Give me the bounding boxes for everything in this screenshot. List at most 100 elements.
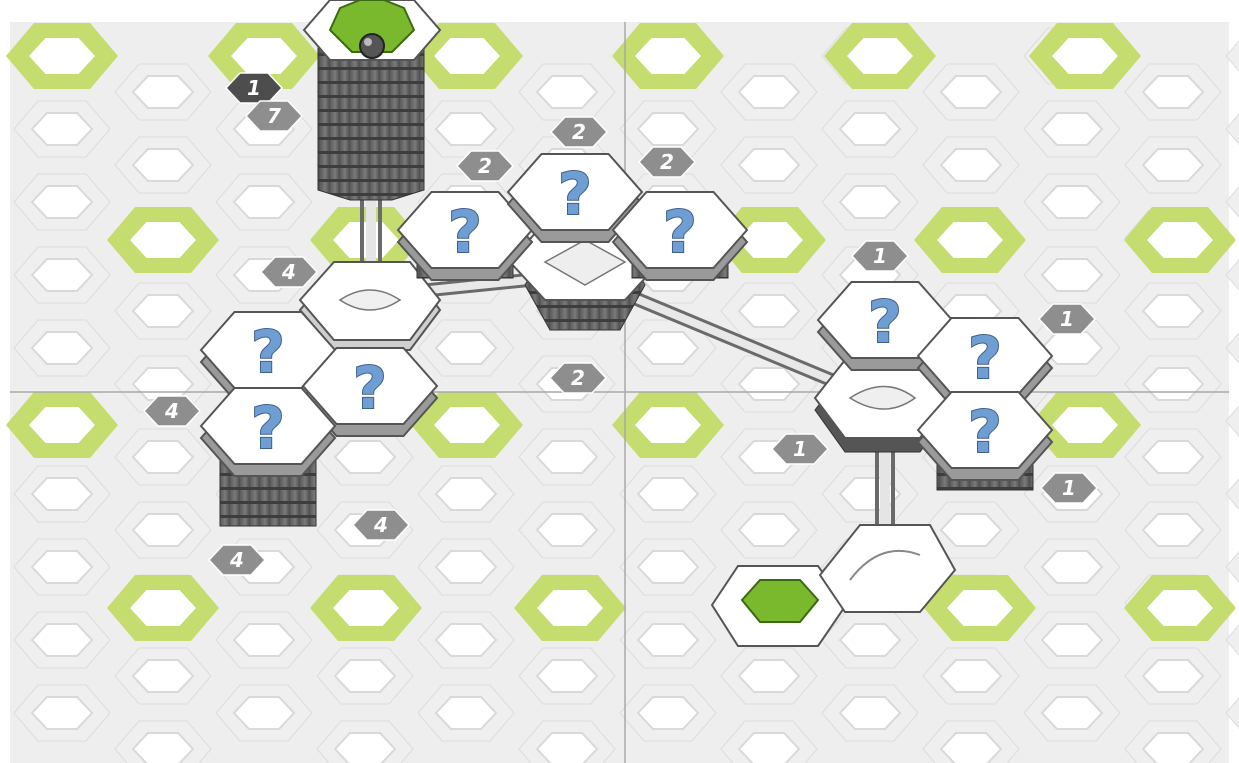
base-hex-hole	[737, 75, 801, 109]
height-badge: 1	[1039, 472, 1099, 504]
base-hex-hole	[1141, 148, 1205, 182]
green-highlight-hole	[130, 590, 196, 626]
height-badge-label: 2	[478, 154, 492, 178]
landing-target	[710, 524, 957, 647]
base-hex-hole	[30, 112, 94, 146]
base-hex-hole	[737, 659, 801, 693]
green-highlight-hole	[937, 222, 1003, 258]
unknown-tile: ?	[199, 387, 337, 527]
unknown-tile: ?	[506, 153, 644, 243]
height-badge: 1	[770, 433, 830, 465]
height-badge-label: 1	[247, 76, 261, 100]
base-hex-hole	[939, 732, 1003, 763]
base-hex-hole	[636, 623, 700, 657]
green-highlight-hole	[635, 407, 701, 443]
green-highlight-hole	[1147, 590, 1213, 626]
base-hex-hole	[636, 331, 700, 365]
height-badge-label: 1	[873, 244, 887, 268]
height-badge: 4	[351, 509, 411, 541]
junction-right	[813, 359, 952, 453]
base-hex-hole	[737, 732, 801, 763]
base-hex-cell	[1225, 697, 1239, 729]
base-hex-hole	[30, 696, 94, 730]
base-hex-hole	[535, 732, 599, 763]
base-hex-hole	[939, 148, 1003, 182]
height-badge-label: 1	[793, 437, 807, 461]
base-hex-hole	[636, 477, 700, 511]
unknown-tile-label: ?	[251, 394, 285, 462]
base-hex-hole	[131, 148, 195, 182]
base-hex-hole	[939, 659, 1003, 693]
base-hex-hole	[737, 513, 801, 547]
height-badge: 1	[1037, 303, 1097, 335]
height-badge-label: 4	[373, 513, 388, 537]
base-hex-hole	[535, 513, 599, 547]
base-hex-hole	[939, 513, 1003, 547]
base-hex-hole	[1040, 623, 1104, 657]
height-badge-label: 7	[267, 104, 281, 128]
unknown-tile: ?	[916, 391, 1054, 491]
green-highlight-hole	[231, 38, 297, 74]
height-badge: 4	[259, 256, 319, 288]
base-hex-hole	[232, 623, 296, 657]
unknown-tile-group: ?????????	[199, 153, 1054, 527]
height-badge: 4	[207, 544, 267, 576]
height-badge-label: 1	[1060, 307, 1074, 331]
base-hex-hole	[1040, 112, 1104, 146]
green-highlight-hole	[29, 407, 95, 443]
height-badge-label: 1	[1062, 476, 1076, 500]
unknown-tile: ?	[816, 281, 954, 371]
base-hex-hole	[1141, 513, 1205, 547]
green-highlight-hole	[29, 38, 95, 74]
base-hex-hole	[838, 112, 902, 146]
height-badge-label: 4	[281, 260, 296, 284]
base-hex-hole	[131, 659, 195, 693]
base-hex-hole	[1040, 696, 1104, 730]
base-hex-cell	[1225, 478, 1239, 510]
base-hex-hole	[1141, 294, 1205, 328]
green-highlight-hole	[130, 222, 196, 258]
base-hex-cell	[1225, 186, 1239, 218]
height-badge: 2	[548, 362, 608, 394]
green-highlight-hole	[1052, 38, 1118, 74]
start-tower	[302, 0, 442, 201]
base-hex-hole	[434, 696, 498, 730]
green-highlight-hexes	[6, 23, 1236, 641]
unknown-tile: ?	[301, 347, 439, 437]
base-hex-hole	[838, 185, 902, 219]
base-hex-hole	[333, 440, 397, 474]
launcher-start-icon	[328, 0, 416, 53]
base-hex-hole	[434, 477, 498, 511]
rail-center-to-right	[613, 285, 867, 399]
base-hex-hole	[131, 75, 195, 109]
base-hex-hole	[838, 623, 902, 657]
base-hex-hole	[737, 148, 801, 182]
base-hex-hole	[434, 623, 498, 657]
green-highlight-hole	[847, 38, 913, 74]
base-hex-hole	[939, 75, 1003, 109]
base-hex-hole	[838, 696, 902, 730]
base-hex-hole	[131, 294, 195, 328]
base-hex-cell	[1225, 259, 1239, 291]
landing-target-icon	[740, 579, 820, 623]
base-hex-hole	[737, 294, 801, 328]
unknown-tile-label: ?	[968, 324, 1002, 392]
base-hex-hole	[434, 550, 498, 584]
base-hex-hole	[30, 185, 94, 219]
height-badge-label: 2	[660, 150, 674, 174]
green-highlight-hole	[537, 590, 603, 626]
base-hex-hole	[1040, 550, 1104, 584]
height-badge: 1	[224, 72, 284, 104]
base-hex-hole	[1040, 185, 1104, 219]
green-highlight-hole	[635, 38, 701, 74]
base-hex-hole	[131, 732, 195, 763]
base-hex-hole	[131, 513, 195, 547]
unknown-tile-label: ?	[868, 288, 902, 356]
base-hex-hole	[30, 623, 94, 657]
unknown-tile-label: ?	[251, 318, 285, 386]
base-hex-cell	[1225, 405, 1239, 437]
junction-left	[298, 261, 442, 351]
base-hex-hole	[30, 258, 94, 292]
base-hex-hole	[636, 696, 700, 730]
